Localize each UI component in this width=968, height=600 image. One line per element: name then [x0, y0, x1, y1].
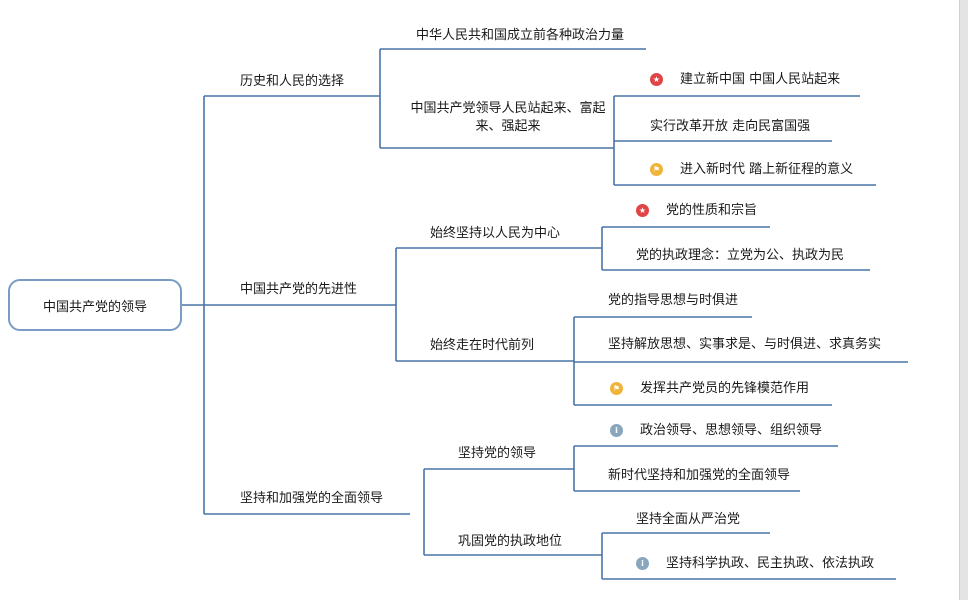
topic-people-centered[interactable]: 始终坚持以人民为中心 [430, 226, 561, 241]
topic-uphold-leadership[interactable]: 坚持党的领导 [458, 446, 537, 461]
info-icon: i [610, 424, 623, 437]
star-icon: ★ [636, 204, 649, 217]
topic-new-era[interactable]: 进入新时代 踏上新征程的意义 [680, 162, 854, 177]
topic-new-era-leadership[interactable]: 新时代坚持和加强党的全面领导 [608, 468, 791, 483]
topic-strict-governance[interactable]: 坚持全面从严治党 [636, 512, 741, 527]
flag-icon: ⚑ [610, 382, 623, 395]
topic-political-ideological-organizational[interactable]: 政治领导、思想领导、组织领导 [640, 423, 823, 438]
topic-emancipate-mind[interactable]: 坚持解放思想、实事求是、与时俱进、求真务实 [608, 337, 882, 352]
topic-new-china[interactable]: 建立新中国 中国人民站起来 [680, 72, 841, 87]
topic-reform-opening[interactable]: 实行改革开放 走向民富国强 [650, 119, 811, 134]
window-edge [959, 0, 968, 600]
root-label: 中国共产党的领导 [42, 299, 147, 315]
topic-consolidate-governance[interactable]: 巩固党的执政地位 [458, 534, 563, 549]
topic-guiding-thought[interactable]: 党的指导思想与时俱进 [608, 293, 739, 308]
topic-forefront-of-era[interactable]: 始终走在时代前列 [430, 338, 535, 353]
topic-scientific-governance[interactable]: 坚持科学执政、民主执政、依法执政 [666, 556, 875, 571]
star-icon: ★ [650, 73, 663, 86]
topic-history-choice[interactable]: 历史和人民的选择 [240, 74, 345, 89]
topic-party-nature[interactable]: 党的性质和宗旨 [666, 203, 758, 218]
root-topic[interactable]: 中国共产党的领导 [8, 279, 182, 331]
flag-icon: ⚑ [650, 163, 663, 176]
topic-political-forces[interactable]: 中华人民共和国成立前各种政治力量 [416, 28, 625, 43]
topic-governing-philosophy[interactable]: 党的执政理念：立党为公、执政为民 [636, 248, 845, 263]
topic-vanguard-role[interactable]: 发挥共产党员的先锋模范作用 [640, 381, 810, 396]
topic-party-leadership[interactable]: 坚持和加强党的全面领导 [240, 491, 384, 506]
topic-party-advanced[interactable]: 中国共产党的先进性 [240, 282, 358, 297]
info-icon: i [636, 557, 649, 570]
topic-stand-up-rich-strong[interactable]: 中国共产党领导人民站起来、富起来、强起来 [410, 101, 606, 134]
